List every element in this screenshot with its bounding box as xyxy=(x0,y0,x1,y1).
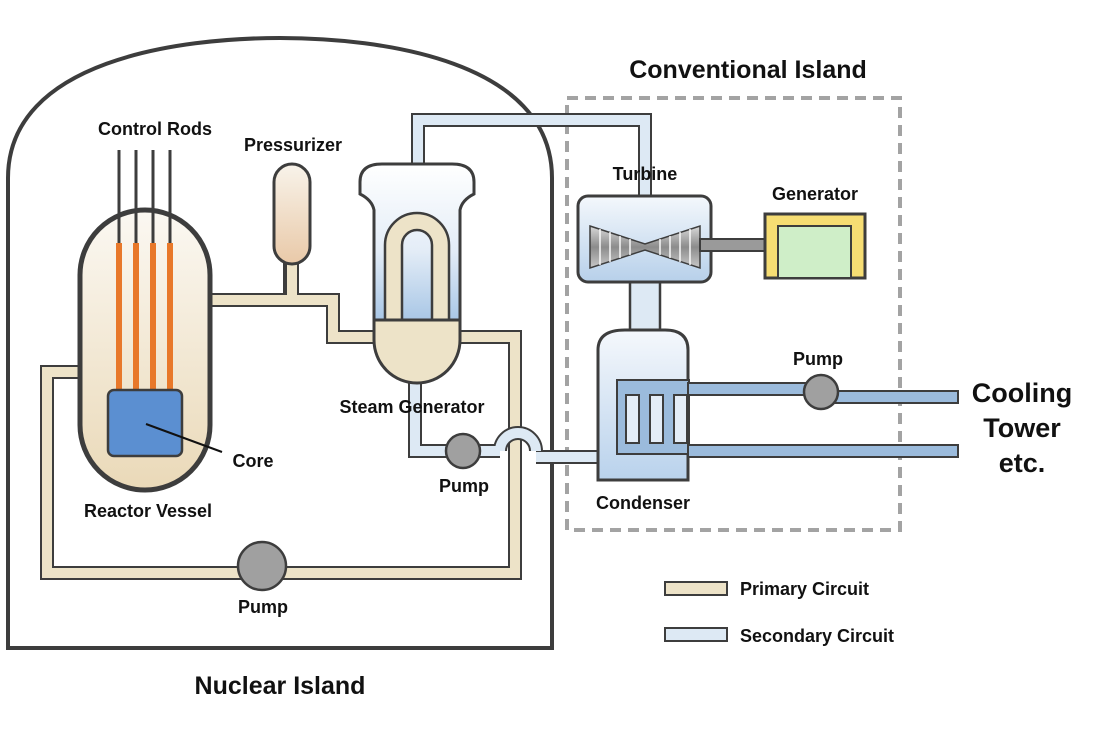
label-reactor-vessel: Reactor Vessel xyxy=(84,501,212,521)
core-leader-line xyxy=(145,423,223,453)
label-generator: Generator xyxy=(772,184,858,204)
generator xyxy=(763,212,867,280)
turbine xyxy=(576,194,713,284)
label-condenser: Condenser xyxy=(596,493,690,513)
legend-swatch-secondary xyxy=(664,627,728,642)
legend-swatch-primary xyxy=(664,581,728,596)
label-cooling-tower-2: Tower xyxy=(983,413,1061,443)
label-pressurizer: Pressurizer xyxy=(244,135,342,155)
label-pump-primary-sg: Pump xyxy=(439,476,489,496)
label-nuclear-island: Nuclear Island xyxy=(195,672,366,700)
reactor-vessel xyxy=(77,150,223,493)
condenser xyxy=(596,328,690,482)
steam-generator xyxy=(358,162,476,385)
reactor-core xyxy=(106,388,184,458)
legend xyxy=(664,581,728,642)
label-cooling-tower-1: Cooling xyxy=(972,378,1072,408)
label-turbine: Turbine xyxy=(613,164,678,184)
label-core: Core xyxy=(232,451,273,471)
control-rods xyxy=(116,150,173,393)
pressurizer xyxy=(272,162,312,266)
label-control-rods: Control Rods xyxy=(98,119,212,139)
primary-pump-main xyxy=(236,540,288,592)
primary-pump-sg xyxy=(444,432,482,470)
cooling-pump xyxy=(802,373,840,411)
legend-label-secondary: Secondary Circuit xyxy=(740,626,894,646)
conventional-island-box xyxy=(565,96,902,532)
cooling-water-pipes xyxy=(687,382,959,458)
label-cooling-tower-3: etc. xyxy=(999,448,1046,478)
label-steam-generator: Steam Generator xyxy=(339,397,484,417)
label-pump-primary-main: Pump xyxy=(238,597,288,617)
label-conventional-island: Conventional Island xyxy=(629,56,867,84)
primary-circuit-pipes xyxy=(40,262,522,580)
label-pump-cooling: Pump xyxy=(793,349,843,369)
legend-label-primary: Primary Circuit xyxy=(740,579,869,599)
